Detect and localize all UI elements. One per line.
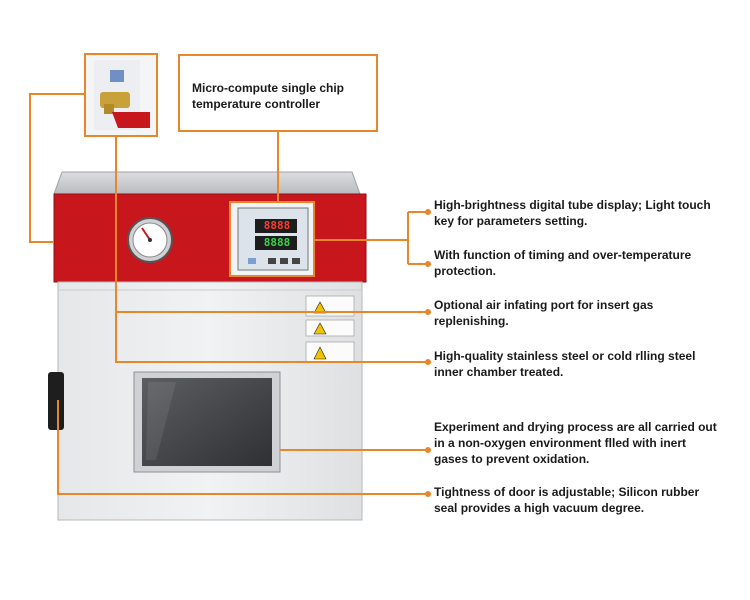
timing-callout: With function of timing and over-tempera…: [434, 247, 691, 279]
door-line-2: seal provides a high vacuum degree.: [434, 501, 645, 515]
pv-readout: 8888: [263, 219, 291, 232]
exp-line-2: in a non-oxygen environment flled with i…: [434, 436, 687, 450]
valve-inset: [84, 53, 158, 137]
steel-line-1: High-quality stainless steel or cold rll…: [434, 349, 696, 363]
experiment-callout: Experiment and drying process are all ca…: [434, 419, 717, 467]
air-line-2: replenishing.: [434, 314, 509, 328]
title-line-2: temperature controller: [192, 97, 321, 111]
pressure-gauge: [127, 217, 173, 263]
title-line-1: Micro-compute single chip: [192, 81, 345, 95]
exp-line-3: gases to prevent oxidation.: [434, 452, 590, 466]
air-line-1: Optional air infating port for insert ga…: [434, 298, 654, 312]
display-line-1: High-brightness digital tube display; Li…: [434, 198, 711, 212]
door-callout: Tightness of door is adjustable; Silicon…: [434, 484, 699, 516]
warning-labels: [305, 295, 355, 363]
exp-line-1: Experiment and drying process are all ca…: [434, 420, 717, 434]
leader-lines: [29, 93, 428, 495]
display-callout: High-brightness digital tube display; Li…: [434, 197, 711, 229]
leader-dots: [425, 209, 431, 497]
timing-line-1: With function of timing and over-tempera…: [434, 248, 692, 262]
title-callout: Micro-compute single chip temperature co…: [192, 80, 344, 112]
temperature-controller: [229, 201, 315, 277]
sv-readout: 8888: [263, 236, 291, 249]
steel-line-2: inner chamber treated.: [434, 365, 564, 379]
air-port-callout: Optional air infating port for insert ga…: [434, 297, 653, 329]
timing-line-2: protection.: [434, 264, 496, 278]
door-line-1: Tightness of door is adjustable; Silicon…: [434, 485, 700, 499]
steel-callout: High-quality stainless steel or cold rll…: [434, 348, 695, 380]
title-callout-box: [178, 54, 378, 132]
display-line-2: key for parameters setting.: [434, 214, 588, 228]
